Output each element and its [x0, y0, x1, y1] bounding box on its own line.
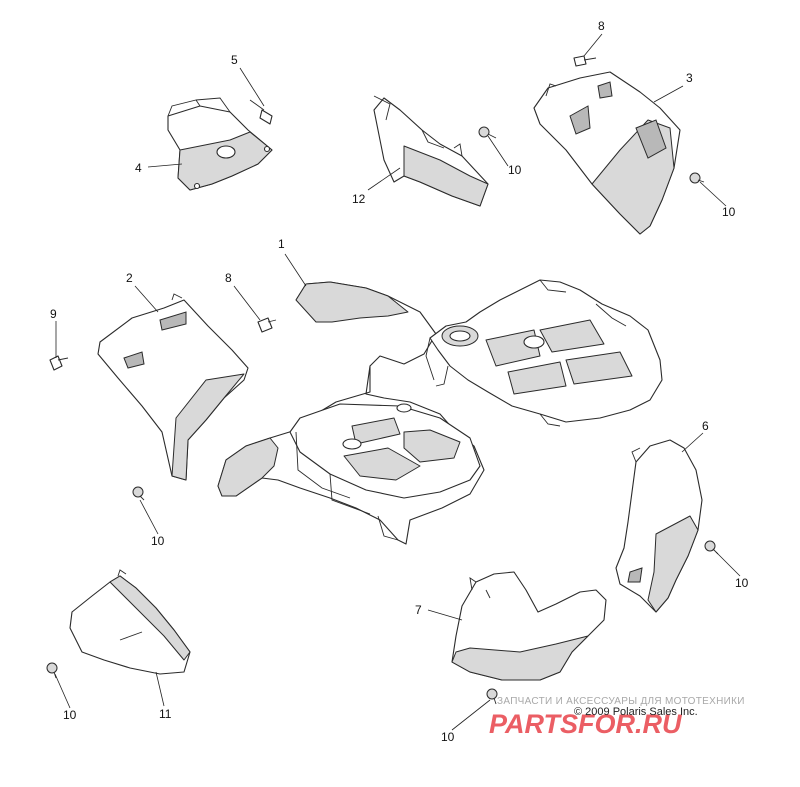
rivet-10-b	[689, 172, 705, 184]
callout-10-c: 10	[151, 534, 165, 548]
fastener-9	[49, 355, 69, 371]
callout-10-e: 10	[63, 708, 77, 722]
part-4-cover	[167, 97, 273, 191]
callout-4: 4	[135, 161, 142, 175]
part-12-panel	[373, 95, 489, 207]
rivet-10-d	[704, 540, 719, 555]
callout-2: 2	[126, 271, 133, 285]
rivet-10-f	[486, 688, 498, 705]
callout-10-d: 10	[735, 576, 749, 590]
fastener-5	[249, 99, 273, 125]
watermark-tagline: ЗАПЧАСТИ И АКСЕССУАРЫ ДЛЯ МОТОТЕХНИКИ	[497, 696, 745, 707]
callout-7: 7	[415, 603, 422, 617]
watermark-logo: PARTSFOR.RU	[489, 709, 683, 739]
part-11-panel	[69, 569, 191, 675]
callout-8-left: 8	[225, 271, 232, 285]
callout-3: 3	[686, 71, 693, 85]
part-3-cover	[533, 71, 681, 235]
callout-10-a: 10	[508, 163, 522, 177]
fastener-8-left	[257, 317, 277, 333]
leader-lines	[54, 33, 741, 731]
callout-10-f: 10	[441, 730, 455, 744]
watermark: ЗАПЧАСТИ И АКСЕССУАРЫ ДЛЯ МОТОТЕХНИКИ PA…	[489, 696, 745, 739]
callout-5: 5	[231, 53, 238, 67]
callout-6: 6	[702, 419, 709, 433]
rivet-10-a	[478, 126, 497, 139]
callout-labels: 1 2 3 4 5 6 7 8 8 9 10 10 10 10 10 10 11…	[50, 19, 749, 744]
callout-9: 9	[50, 307, 57, 321]
fastener-8-top	[573, 55, 597, 67]
callout-10-b: 10	[722, 205, 736, 219]
rivet-10-e	[46, 662, 58, 679]
callout-11: 11	[159, 707, 172, 721]
part-1-body	[217, 279, 663, 545]
callout-1: 1	[278, 237, 285, 251]
rivet-10-c	[132, 486, 145, 501]
copyright-notice: © 2009 Polaris Sales Inc.	[574, 706, 698, 718]
part-7-panel	[451, 571, 607, 681]
part-2-panel	[97, 293, 249, 481]
callout-12: 12	[352, 192, 366, 206]
callout-8-top: 8	[598, 19, 605, 33]
part-6-panel	[615, 439, 703, 613]
